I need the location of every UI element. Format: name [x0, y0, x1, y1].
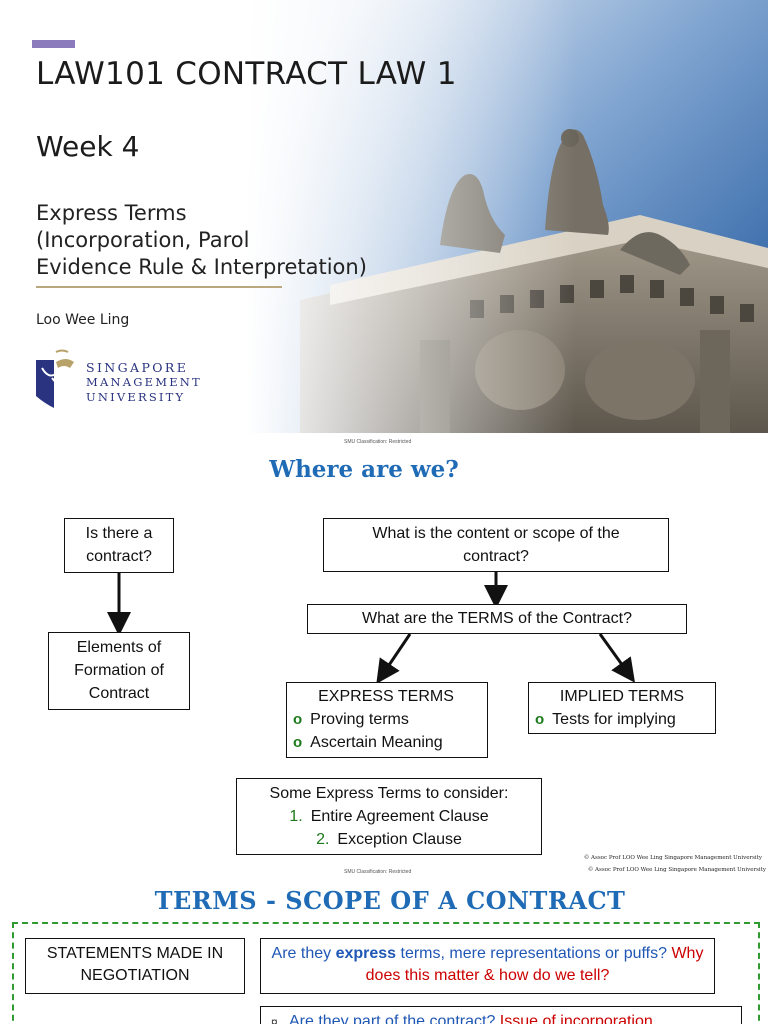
bullet-icon: o — [293, 711, 303, 728]
subtitle-line: (Incorporation, Parol — [36, 228, 250, 252]
list-item: 2. Exception Clause — [237, 828, 541, 851]
list-item: o Tests for implying — [535, 708, 709, 731]
implied-item: Tests for implying — [552, 711, 676, 728]
consider-item: Exception Clause — [337, 831, 462, 848]
box-express-or-representation: Are they express terms, mere representat… — [260, 938, 715, 994]
question-text: terms, mere representations or puffs? — [396, 945, 672, 962]
list-item: o Ascertain Meaning — [293, 731, 479, 754]
box-express-terms: EXPRESS TERMS o Proving terms o Ascertai… — [286, 682, 488, 758]
where-are-we-slide: SMU Classification: Restricted Where are… — [0, 437, 768, 875]
subtitle-line: Express Terms — [36, 201, 187, 225]
bullet-icon: o — [293, 734, 303, 751]
question-highlight: Why does this matter & how do we tell? — [365, 945, 704, 984]
item-number: 1. — [289, 808, 303, 825]
box-elements-of-formation: Elements of Formation of Contract — [48, 632, 190, 710]
express-item: Ascertain Meaning — [310, 734, 443, 751]
smu-logo: SINGAPORE MANAGEMENT UNIVERSITY — [34, 348, 214, 418]
logo-line: MANAGEMENT — [86, 375, 202, 389]
item-number: 2. — [316, 831, 330, 848]
box-terms-of-contract: What are the TERMS of the Contract? — [307, 604, 687, 634]
subtitle-line: Evidence Rule & Interpretation) — [36, 255, 367, 279]
divider — [36, 286, 282, 288]
copyright-line: © Assoc Prof LOO Wee Ling Singapore Mana… — [587, 867, 766, 873]
box-statements-in-negotiation: STATEMENTS MADE IN NEGOTIATION — [25, 938, 245, 994]
question-highlight: Issue of incorporation — [499, 1013, 653, 1024]
consider-heading: Some Express Terms to consider: — [269, 785, 509, 802]
list-item: 1. Entire Agreement Clause — [237, 805, 541, 828]
logo-line: UNIVERSITY — [86, 390, 186, 404]
copyright-line: © Assoc Prof LOO Wee Ling Singapore Mana… — [583, 855, 762, 861]
terms-scope-slide: TERMS - SCOPE OF A CONTRACT STATEMENTS M… — [0, 878, 768, 1024]
list-item: o Proving terms — [293, 708, 479, 731]
classification-label: SMU Classification: Restricted — [344, 869, 412, 875]
smu-logo-text: SINGAPORE MANAGEMENT UNIVERSITY — [86, 360, 202, 405]
question-text: Are they — [271, 945, 336, 962]
box-express-terms-to-consider: Some Express Terms to consider: 1. Entire… — [236, 778, 542, 855]
dashed-frame — [12, 922, 760, 1024]
title-slide: LAW101 CONTRACT LAW 1 Week 4 Express Ter… — [0, 0, 768, 433]
express-item: Proving terms — [310, 711, 409, 728]
author-name: Loo Wee Ling — [36, 312, 130, 328]
week-label: Week 4 — [36, 130, 140, 163]
box-part-of-contract: ¤ Are they part of the contract? Issue o… — [260, 1006, 742, 1024]
slide-title: Where are we? — [269, 456, 459, 483]
box-content-scope: What is the content or scope of the cont… — [323, 518, 669, 572]
express-heading: EXPRESS TERMS — [318, 688, 454, 705]
slide-title: TERMS - SCOPE OF A CONTRACT — [154, 886, 626, 915]
bullet-icon: ¤ — [271, 1015, 278, 1024]
consider-item: Entire Agreement Clause — [310, 808, 489, 825]
box-implied-terms: IMPLIED TERMS o Tests for implying — [528, 682, 716, 734]
question-text: Are they part of the contract? — [289, 1013, 500, 1024]
box-is-there-contract: Is there a contract? — [64, 518, 174, 573]
logo-line: SINGAPORE — [86, 360, 189, 375]
smu-shield-icon — [36, 349, 74, 408]
course-title: LAW101 CONTRACT LAW 1 — [36, 56, 457, 92]
lecture-subtitle: Express Terms (Incorporation, Parol Evid… — [36, 200, 456, 281]
question-emphasis: express — [335, 945, 397, 962]
classification-label: SMU Classification: Restricted — [344, 439, 412, 445]
implied-heading: IMPLIED TERMS — [559, 688, 685, 705]
building-photo — [0, 0, 768, 433]
bullet-icon: o — [535, 711, 545, 728]
accent-bar — [32, 40, 75, 48]
